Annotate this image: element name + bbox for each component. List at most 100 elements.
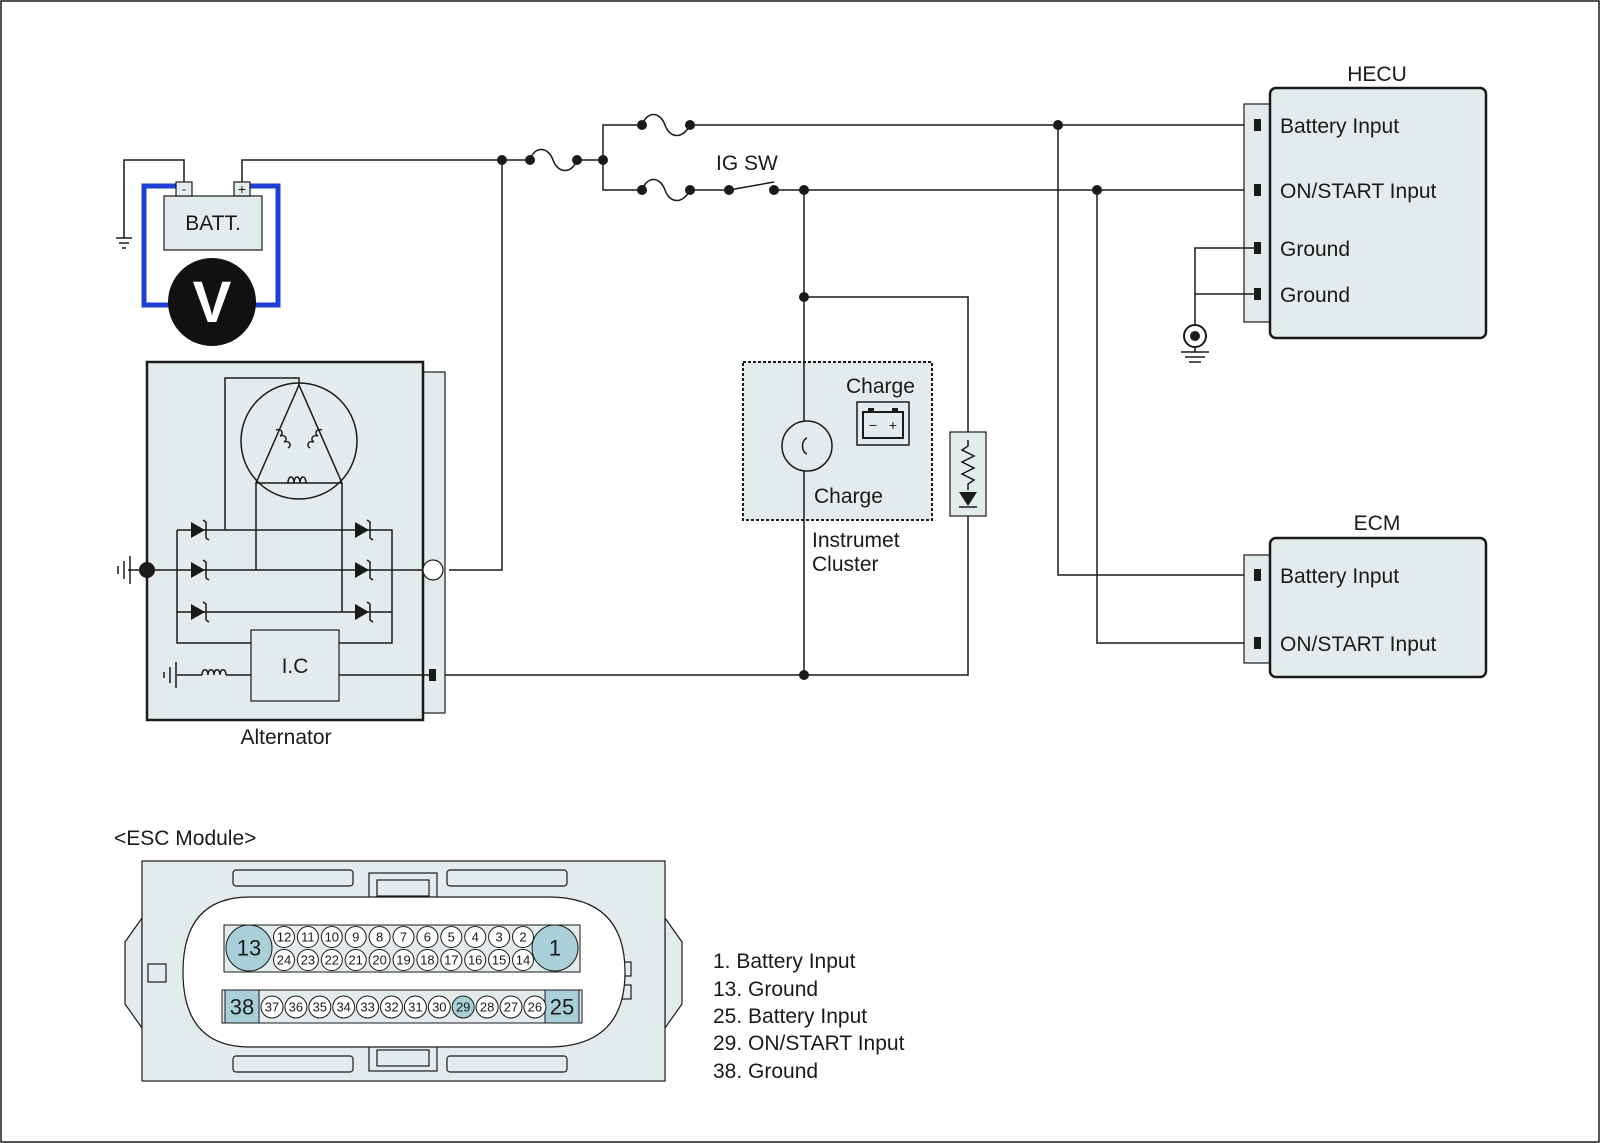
esc-pin-label: 30	[432, 1000, 446, 1015]
diode-icon	[959, 492, 977, 506]
esc-pin-5	[440, 926, 463, 948]
esc-legend-item: 25. Battery Input	[713, 1005, 867, 1028]
battery-neg-label: -	[182, 182, 186, 196]
ground-symbol-ic	[163, 662, 177, 688]
cluster-name-line2: Cluster	[812, 553, 879, 576]
esc-pin-1-label: 1	[549, 936, 561, 961]
ecm-title: ECM	[1354, 512, 1401, 535]
esc-pin-17	[440, 949, 463, 971]
voltmeter-lead-neg	[141, 183, 190, 308]
esc-pin-label: 7	[400, 930, 407, 945]
esc-pin-label: 29	[456, 1000, 470, 1015]
esc-pin-19	[392, 949, 415, 971]
battery-pos-label: +	[238, 181, 246, 197]
esc-pin-label: 36	[289, 1000, 303, 1015]
esc-pin-12	[273, 926, 295, 948]
cluster-name-line1: Instrumet	[812, 529, 900, 552]
esc-pin-30	[427, 995, 451, 1019]
voltage-regulator-ic	[250, 629, 340, 702]
esc-pin-label: 24	[277, 953, 291, 968]
alternator-b-terminal	[422, 559, 444, 581]
esc-pin-38	[224, 989, 260, 1024]
ic-label: I.C	[282, 655, 309, 678]
charge-warning-label: Charge	[846, 375, 915, 398]
esc-pin-24	[273, 949, 295, 971]
esc-pin-25	[544, 989, 580, 1024]
esc-pin-label: 23	[301, 953, 315, 968]
fuse-ig-icon	[641, 178, 691, 202]
rectifier-frame	[176, 529, 393, 644]
esc-pin-36	[284, 995, 308, 1019]
chassis-ground-icon	[1181, 324, 1209, 363]
hecu-title: HECU	[1347, 63, 1407, 86]
esc-pin-14	[512, 949, 534, 971]
lamp-filament-icon	[801, 437, 808, 455]
wire-segment	[602, 124, 642, 160]
esc-pin-label: 6	[424, 930, 431, 945]
fuse-battery-icon	[641, 113, 691, 137]
esc-pin-label: 27	[504, 1000, 518, 1015]
esc-pin-33	[356, 995, 380, 1019]
esc-pin-21	[344, 949, 367, 971]
esc-pin-label: 21	[348, 953, 362, 968]
esc-pin-4	[464, 926, 487, 948]
field-coil-icon	[201, 669, 227, 676]
rectifier-diodes-icon	[191, 519, 374, 623]
esc-pin-legend: 1. Battery Input 13. Ground 25. Battery …	[713, 950, 905, 1083]
ecm-pin-on-start-input: ON/START Input	[1280, 633, 1437, 656]
alternator-label: Alternator	[240, 726, 331, 749]
esc-pin-label: 35	[313, 1000, 327, 1015]
esc-pin-15	[488, 949, 511, 971]
esc-pin-35	[308, 995, 332, 1019]
esc-pin-10	[320, 926, 343, 948]
charge-lamp-label: Charge	[814, 485, 883, 508]
esc-pin-29	[451, 995, 475, 1019]
charge-lamp-icon	[781, 420, 833, 472]
esc-pin-18	[416, 949, 439, 971]
ig-switch-label: IG SW	[716, 152, 778, 175]
esc-legend-item: 1. Battery Input	[713, 950, 856, 973]
alternator-b-wire	[449, 160, 503, 571]
ecm-on-start-wire	[1096, 190, 1254, 644]
esc-pin-7	[392, 926, 415, 948]
esc-legend-item: 13. Ground	[713, 978, 818, 1001]
ground-symbol-battery	[116, 237, 132, 249]
esc-legend-item: 38. Ground	[713, 1060, 818, 1083]
hecu-pin-ground-2: Ground	[1280, 284, 1350, 307]
esc-pin-3	[488, 926, 511, 948]
hecu-pin-battery-input: Battery Input	[1280, 115, 1399, 138]
esc-pin-16	[464, 949, 487, 971]
esc-pin-label: 32	[384, 1000, 398, 1015]
voltmeter-label: V	[193, 270, 232, 335]
esc-module-title: <ESC Module>	[114, 827, 256, 850]
esc-pin-label: 22	[325, 953, 339, 968]
battery-group: - + BATT. V	[116, 159, 281, 346]
esc-pin-11	[296, 926, 319, 948]
esc-pin-label: 10	[325, 930, 339, 945]
battery	[163, 195, 263, 251]
ecm-battery-wire	[1057, 125, 1254, 576]
esc-pin-8	[368, 926, 391, 948]
esc-legend-item: 29. ON/START Input	[713, 1032, 905, 1055]
esc-pin-label: 34	[336, 1000, 350, 1015]
esc-pin-37	[260, 995, 284, 1019]
voltmeter-icon	[168, 258, 256, 346]
esc-pin-1	[531, 924, 579, 972]
esc-pin-label: 15	[492, 953, 506, 968]
esc-pin-22	[320, 949, 343, 971]
ecm-box	[1268, 536, 1488, 679]
esc-pin-9	[344, 926, 367, 948]
ecm-pin-battery-input: Battery Input	[1280, 565, 1399, 588]
esc-pin-28	[475, 995, 499, 1019]
esc-pin-32	[380, 995, 403, 1019]
esc-pin-label: 28	[480, 1000, 494, 1015]
svg-text:−: −	[869, 417, 877, 433]
esc-pin-label: 11	[301, 930, 315, 945]
hecu-box	[1268, 86, 1488, 340]
esc-pin-label: 8	[376, 930, 383, 945]
esc-pin-13-label: 13	[237, 936, 261, 961]
esc-pin-23	[296, 949, 319, 971]
esc-pin-label: 20	[372, 953, 386, 968]
